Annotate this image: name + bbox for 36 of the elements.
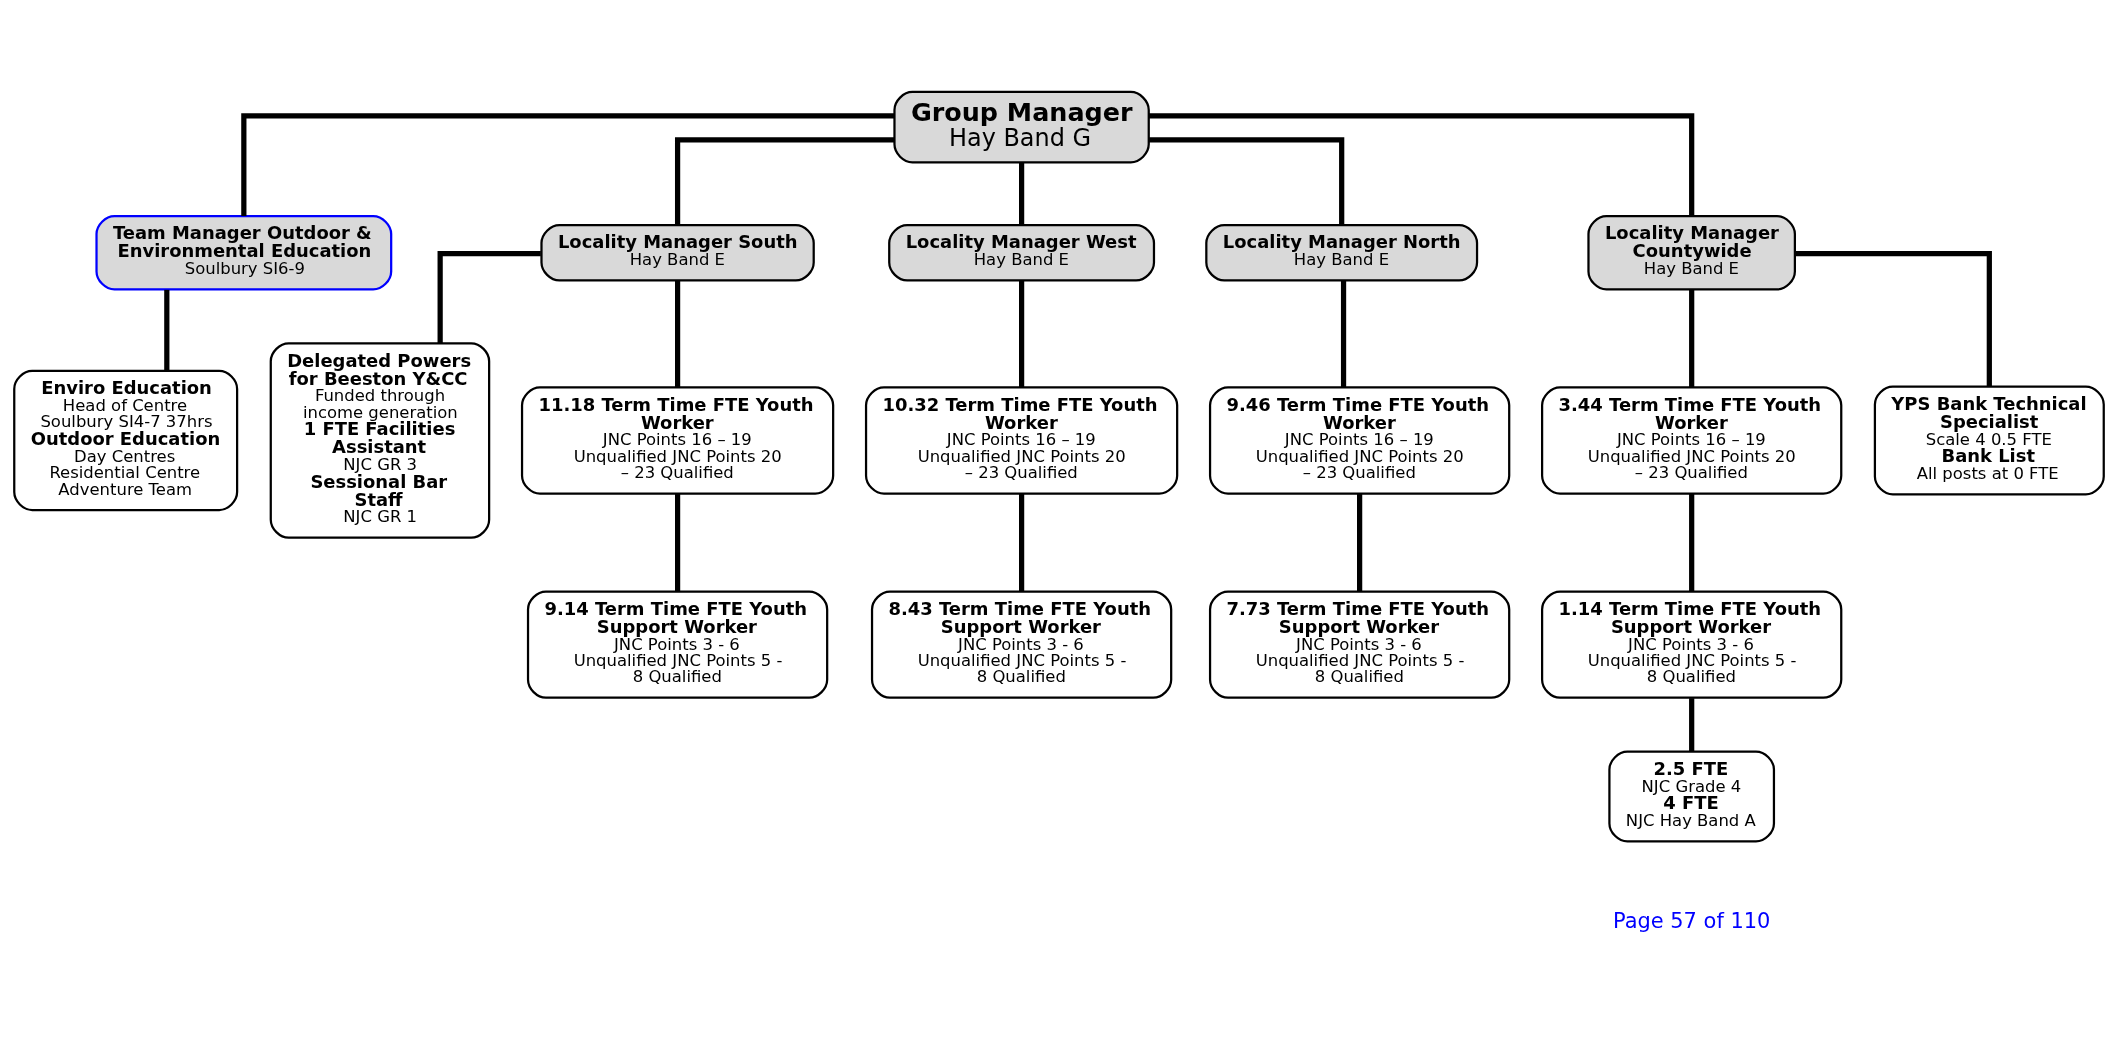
connector (675, 493, 681, 592)
node-box: Team Manager Outdoor & Environmental Education Soulbury SI6-9 (95, 215, 393, 291)
node-box: Locality Manager South Hay Band E (540, 224, 815, 282)
connector (164, 289, 170, 371)
connector (1149, 137, 1345, 225)
node-box: YPS Bank Technical Specialist Scale 4 0.5 FTE Bank List All posts at 0 FTE (1873, 385, 2105, 496)
node-box: Locality Manager North Hay Band E (1205, 224, 1479, 282)
node-box: 9.14 Term Time FTE Youth Support Worker JNC Points 3 - 6 Unqualified JNC Points 5 - 8 Qualified (526, 590, 829, 699)
connector (1357, 493, 1363, 592)
connector (241, 113, 895, 217)
label: Page 57 of 110 (1613, 908, 1771, 933)
connector (1340, 280, 1347, 387)
node-box: 2.5 FTE NJC Grade 4 4 FTE NJC Hay Band A (1608, 750, 1776, 843)
node-box: Locality Manager Countywide Hay Band E (1587, 215, 1796, 291)
connector (1794, 250, 1992, 387)
node-box: Delegated Powers for Beeston Y&CC Funded through income generation 1 FTE Facilities Assistant NJC GR 3 Sessional Bar Staff NJC GR 1 (269, 342, 491, 539)
node-box: 1.14 Term Time FTE Youth Support Worker JNC Points 3 - 6 Unqualified JNC Points 5 - 8 Qualified (1541, 590, 1843, 699)
node-box: 8.43 Term Time FTE Youth Support Worker JNC Points 3 - 6 Unqualified JNC Points 5 - 8 Qualified (870, 590, 1173, 699)
node-box: 11.18 Term Time FTE Youth Worker JNC Points 16 – 19 Unqualified JNC Points 20 – 23 Qualified (520, 386, 835, 495)
node-box: Locality Manager West Hay Band E (888, 224, 1156, 282)
connector (1689, 289, 1695, 388)
connector (675, 137, 894, 225)
connector (1019, 493, 1025, 592)
node-box: 9.46 Term Time FTE Youth Worker JNC Points 16 – 19 Unqualified JNC Points 20 – 23 Qualified (1208, 386, 1511, 495)
connector (1019, 280, 1025, 387)
connector (1689, 698, 1695, 752)
node-box: 3.44 Term Time FTE Youth Worker JNC Points 16 – 19 Unqualified JNC Points 20 – 23 Qualified (1541, 386, 1843, 495)
connector (1148, 113, 1695, 217)
connector (675, 280, 681, 387)
node-box: 7.73 Term Time FTE Youth Support Worker JNC Points 3 - 6 Unqualified JNC Points 5 - 8 Qualified (1208, 590, 1511, 699)
node-box: Enviro Education Head of Centre Soulbury SI4-7 37hrs Outdoor Education Day Centres Residential Centre Adventure Team (13, 369, 239, 512)
connector (437, 250, 541, 344)
connector (1689, 493, 1695, 592)
connector (1019, 162, 1025, 225)
node-box: 10.32 Term Time FTE Youth Worker JNC Points 16 – 19 Unqualified JNC Points 20 – 23 Qualified (864, 386, 1179, 495)
node-box: Group Manager Hay Band G (893, 90, 1150, 164)
